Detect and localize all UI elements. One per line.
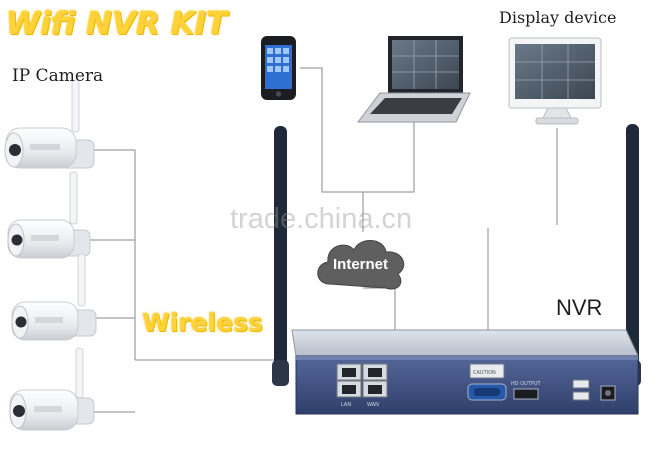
watermark: trade.china.cn [230,203,413,235]
display-monitor-icon [508,37,602,125]
ip-camera-2 [7,171,91,259]
nvr-antenna-left [272,126,289,386]
page-title: Wifi NVR KIT [6,6,228,42]
nvr-label: NVR [556,295,603,320]
vga-port [467,383,507,401]
caution-label [469,363,505,379]
smartphone-icon [261,36,296,100]
hd-output-label: HD OUTPUT [511,381,542,387]
ip-camera-4 [9,347,95,431]
ip-camera-1 [4,79,95,169]
wan-port-label: WAN [367,402,379,408]
display-device-label: Display device [499,8,617,27]
ip-camera-3 [11,253,97,341]
usb-ports [572,379,590,401]
power-port [600,385,616,401]
lan-port-label: LAN [341,402,351,408]
caution-text: CAUTION [473,370,496,376]
ip-camera-label: IP Camera [12,66,104,86]
internet-label: Internet [333,256,389,273]
laptop-icon [356,36,471,123]
hdmi-port [513,388,539,400]
wireless-label: Wireless [142,308,263,337]
lan-ports [336,363,388,398]
internet-cloud-icon [317,240,405,290]
